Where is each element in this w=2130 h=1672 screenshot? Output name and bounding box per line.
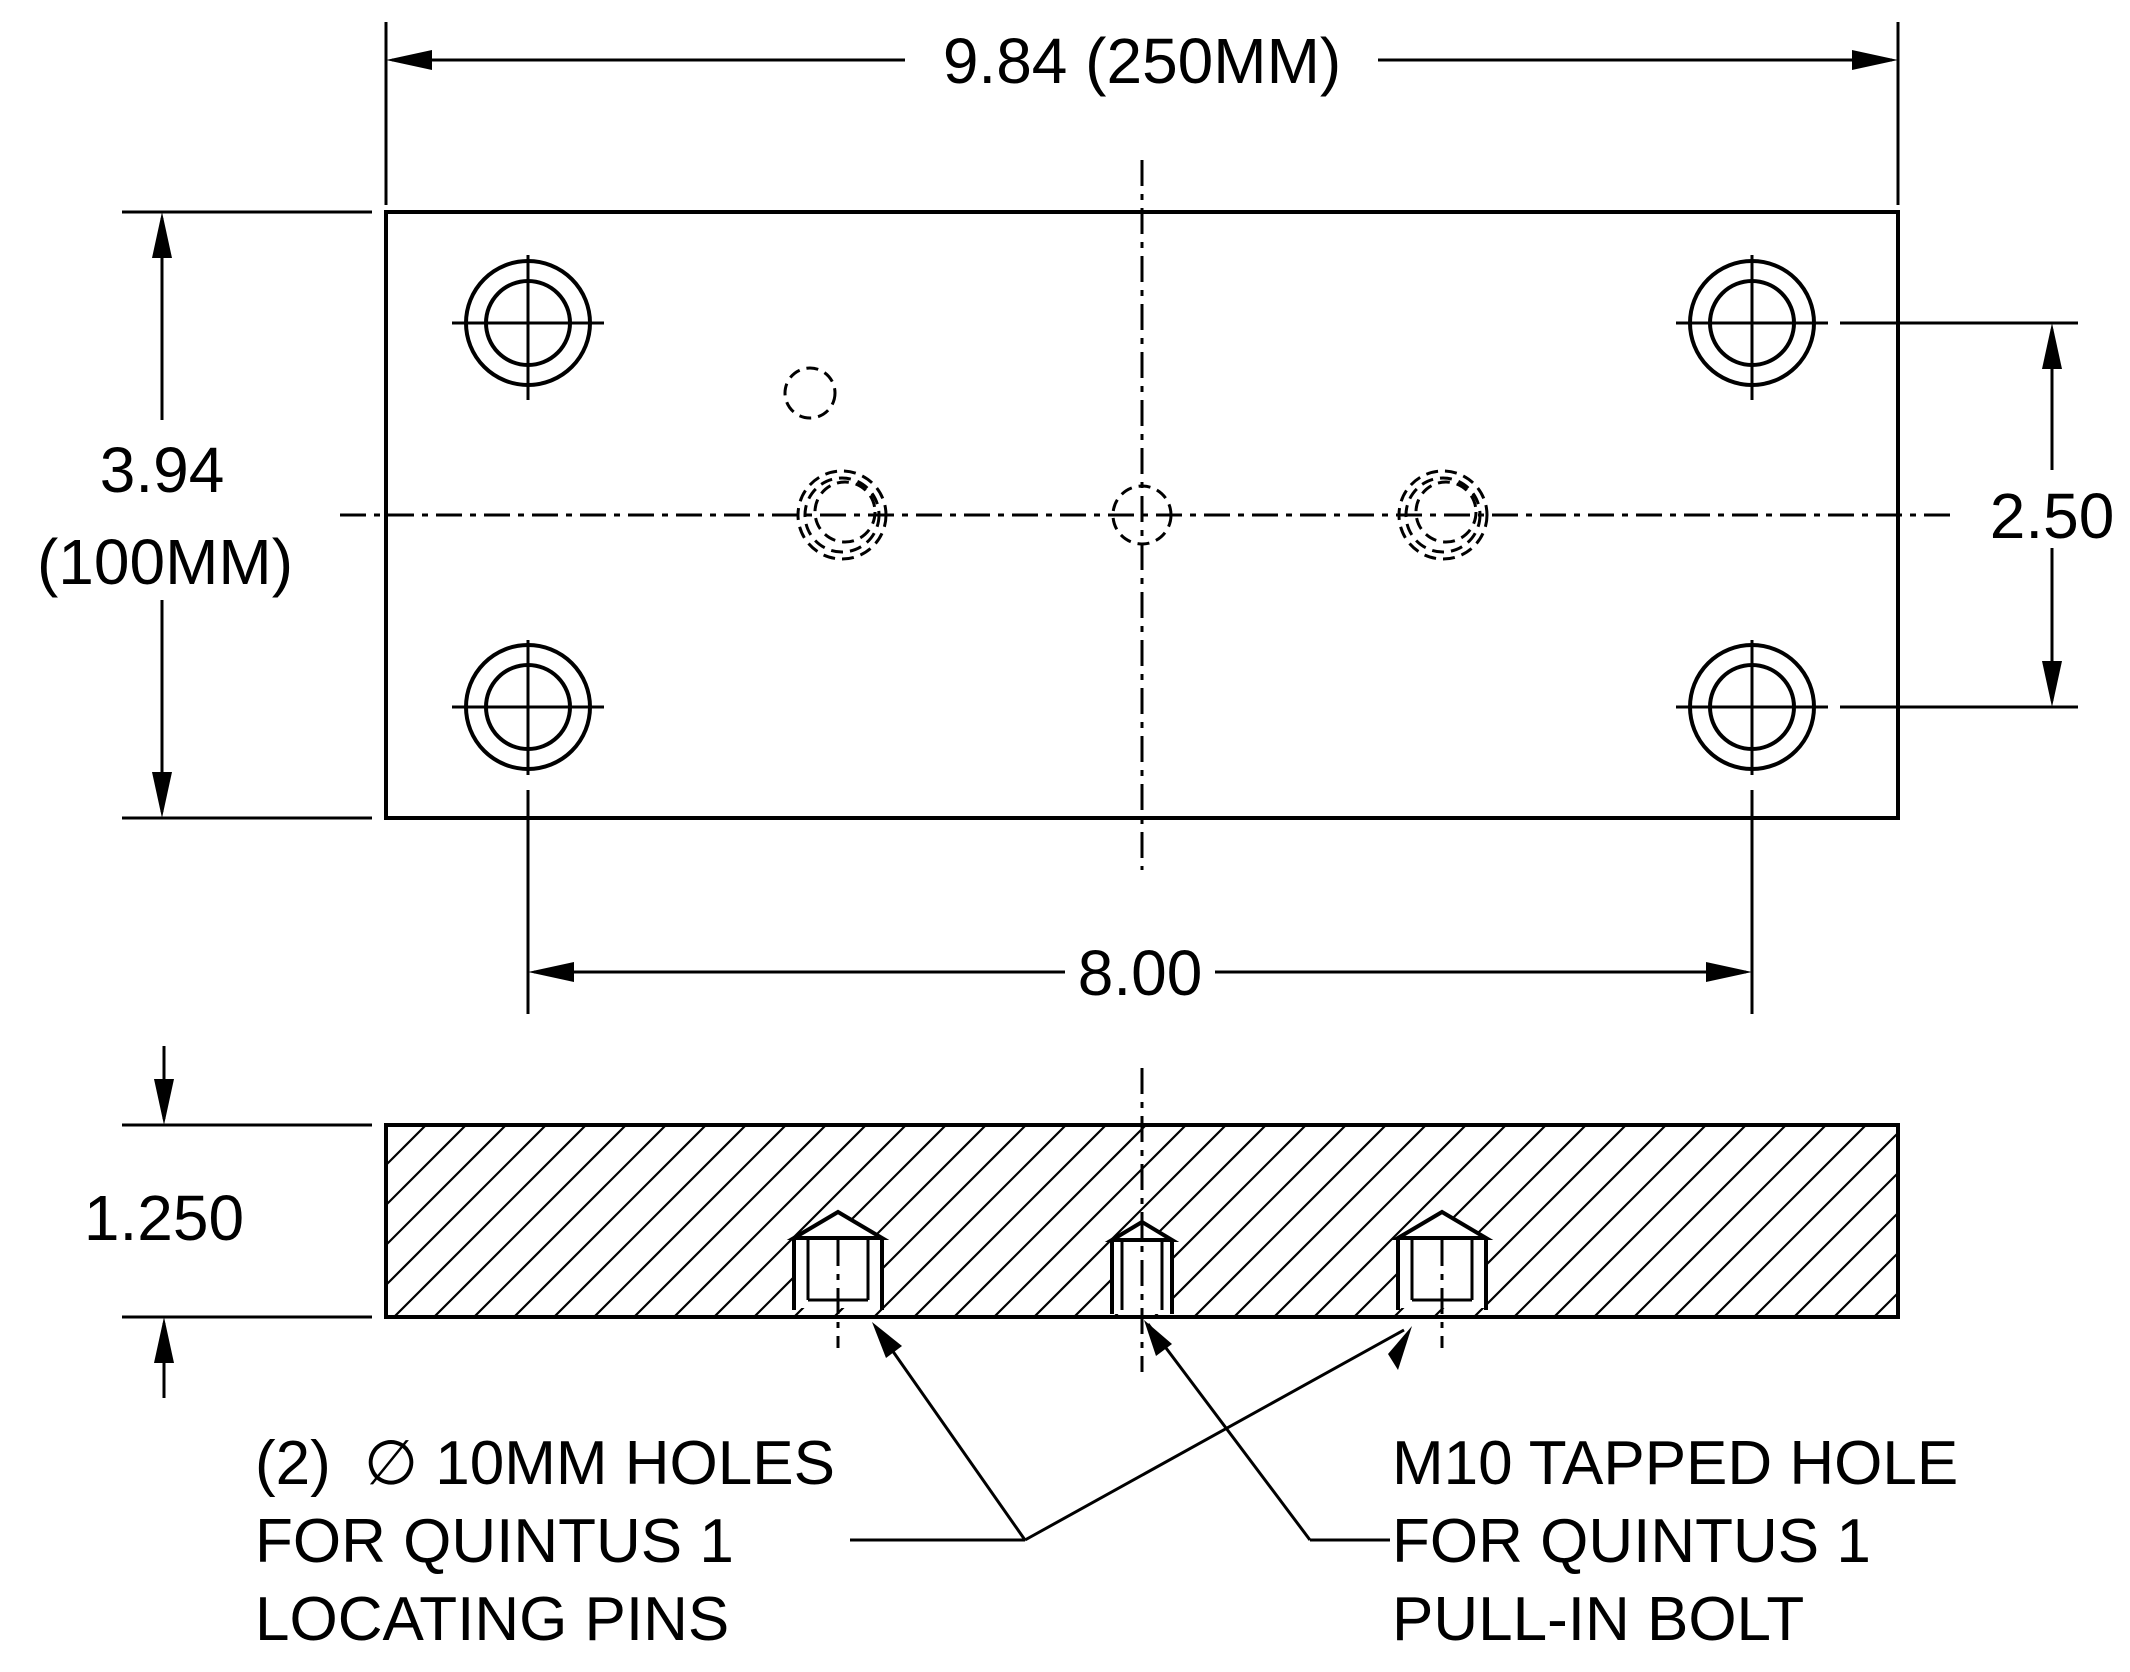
- hatch-line: [1833, 1251, 1898, 1317]
- dimension-overall-length: 9.84 (250MM): [384, 22, 1900, 205]
- note-pull-in-bolt: M10 TAPPED HOLE FOR QUINTUS 1 PULL-IN BO…: [1392, 1429, 1958, 1654]
- hatch-line: [1633, 1125, 1827, 1317]
- hatch-line: [433, 1125, 627, 1317]
- hatch-line: [1073, 1125, 1267, 1317]
- note-locating-line3: LOCATING PINS: [255, 1585, 729, 1654]
- counterbore-hole-top-right: [1676, 255, 1828, 400]
- svg-text:(2) ∅ 10MM HOLES: (2) ∅ 10MM HOLES: [255, 1429, 835, 1498]
- counterbore-hole-bottom-right: [1676, 640, 1828, 775]
- bolt-horizontal-spacing-label: 8.00: [1078, 937, 1203, 1009]
- note-bolt-line2: FOR QUINTUS 1: [1392, 1507, 1871, 1576]
- hatch-line: [633, 1125, 827, 1317]
- note-locating-size: 10MM HOLES: [435, 1429, 835, 1498]
- dimension-thickness: 1.250: [84, 1046, 372, 1398]
- note-locating-prefix: (2): [255, 1429, 331, 1498]
- diameter-symbol-icon: ∅: [364, 1429, 418, 1498]
- hatch-line: [1193, 1125, 1387, 1317]
- dimension-width: 3.94 (100MM): [37, 210, 372, 820]
- hatch-line: [1473, 1125, 1667, 1317]
- counterbore-hole-top-left: [452, 255, 604, 400]
- width-label-mm: (100MM): [37, 526, 293, 598]
- section-view: [384, 1068, 2106, 1372]
- hatch-line: [1033, 1125, 1227, 1317]
- hatch-line: [953, 1125, 1147, 1317]
- overall-length-label: 9.84 (250MM): [943, 25, 1341, 97]
- dimension-bolt-horizontal-spacing: 8.00: [526, 790, 1754, 1014]
- hatch-line: [1793, 1211, 1898, 1317]
- hatch-line: [1914, 1125, 2106, 1317]
- hatch-line: [386, 1125, 427, 1167]
- hatch-line: [1273, 1125, 1467, 1317]
- bolt-vertical-spacing-label: 2.50: [1990, 480, 2115, 552]
- hatch-line: [713, 1125, 907, 1317]
- hatch-line: [993, 1125, 1187, 1317]
- hatch-line: [1593, 1125, 1787, 1317]
- hatch-line: [1553, 1125, 1747, 1317]
- hatch-line: [553, 1125, 747, 1317]
- hatch-line: [873, 1125, 1067, 1317]
- hatch-line: [473, 1125, 667, 1317]
- hatch-line: [1313, 1125, 1507, 1317]
- hidden-tapped-hole-center: [1111, 484, 1173, 546]
- hatch-line: [393, 1125, 587, 1317]
- width-label-inch: 3.94: [100, 434, 225, 506]
- hatch-line: [593, 1125, 787, 1317]
- dimension-bolt-vertical-spacing: 2.50: [1840, 321, 2122, 709]
- note-bolt-line1: M10 TAPPED HOLE: [1392, 1429, 1958, 1498]
- hatch-line: [386, 1125, 507, 1247]
- hatch-line: [1233, 1125, 1427, 1317]
- leader-locating-pins: [850, 1322, 1412, 1542]
- thickness-label: 1.250: [84, 1182, 244, 1254]
- leader-pull-in-bolt: [1144, 1320, 1390, 1542]
- counterbore-hole-bottom-left: [452, 640, 604, 775]
- hatch-line: [386, 1125, 467, 1207]
- hidden-locating-pin-hole-right: [1397, 469, 1489, 561]
- note-bolt-line3: PULL-IN BOLT: [1392, 1585, 1804, 1654]
- hatch-line: [1713, 1131, 1898, 1317]
- hatch-line: [1153, 1125, 1347, 1317]
- hatch-line: [1513, 1125, 1707, 1317]
- hatch-line: [913, 1125, 1107, 1317]
- hatch-line: [513, 1125, 707, 1317]
- hatch-line: [1673, 1125, 1867, 1317]
- hidden-locating-pin-hole-left: [796, 469, 888, 561]
- note-locating-line2: FOR QUINTUS 1: [255, 1507, 734, 1576]
- hidden-hole-small: [783, 366, 837, 420]
- hatch-line: [1873, 1291, 1898, 1317]
- top-view: [340, 160, 1950, 870]
- hatch-line: [673, 1125, 867, 1317]
- hatch-line: [1753, 1171, 1898, 1317]
- hatch-line: [386, 1125, 547, 1287]
- note-locating-pins: (2) ∅ 10MM HOLES FOR QUINTUS 1 LOCATING …: [255, 1429, 835, 1654]
